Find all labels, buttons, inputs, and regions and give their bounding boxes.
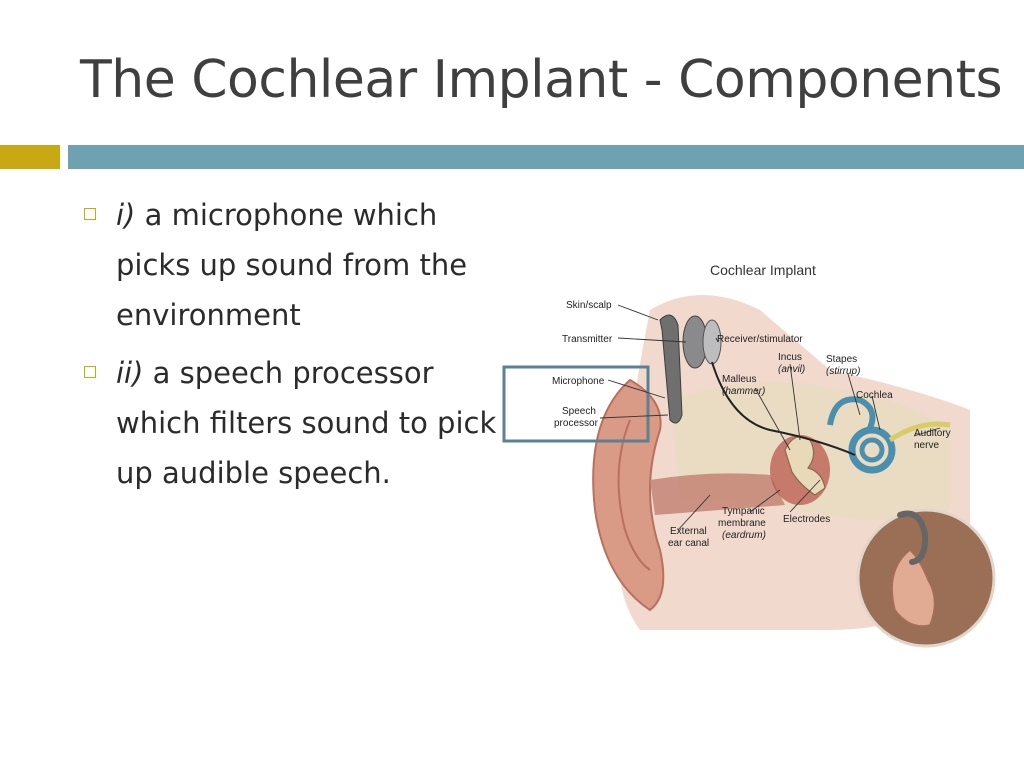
- label-transmitter: Transmitter: [562, 334, 613, 345]
- accent-bar-teal: [68, 145, 1024, 169]
- bullet-number: ii): [116, 356, 144, 390]
- highlight-box: [502, 365, 650, 443]
- processor-unit: [659, 314, 683, 424]
- square-bullet-icon: [84, 208, 96, 220]
- auditory-nerve-shape: [888, 421, 951, 443]
- cochlear-implant-diagram: Cochlear Implant Skin/scalp Transmitter …: [500, 250, 1000, 650]
- bullet-item-microphone: i) a microphone which picks up sound fro…: [80, 190, 520, 340]
- label-receiver-stimulator: Receiver/stimulator: [717, 334, 803, 345]
- label-electrodes: Electrodes: [783, 514, 830, 525]
- label-microphone: Microphone: [552, 376, 605, 387]
- label-skin-scalp: Skin/scalp: [566, 300, 612, 311]
- label-stapes-sub: (stirrup): [826, 366, 860, 377]
- leader-lines: [599, 304, 941, 531]
- label-tympanic-line1: Tympanic: [722, 506, 765, 517]
- label-tympanic-line2: membrane: [718, 518, 766, 529]
- label-speech-processor-line2: processor: [554, 418, 599, 429]
- label-tympanic-sub: (eardrum): [722, 530, 766, 541]
- label-auditory-nerve-line1: Auditory: [914, 428, 951, 439]
- bullet-list: i) a microphone which picks up sound fro…: [80, 190, 520, 506]
- label-incus: Incus: [778, 352, 802, 363]
- label-auditory-nerve-line2: nerve: [914, 440, 939, 451]
- outer-ear-shape: [592, 378, 665, 612]
- label-stapes: Stapes: [826, 354, 857, 365]
- label-external-ear-canal-line1: External: [670, 526, 707, 537]
- bullet-text: a microphone which picks up sound from t…: [116, 198, 468, 332]
- ear-canal-shape: [650, 473, 785, 515]
- bullet-item-speech-processor: ii) a speech processor which filters sou…: [80, 348, 520, 498]
- electrode-lead: [711, 361, 856, 456]
- label-incus-sub: (anvil): [778, 364, 805, 375]
- square-bullet-icon: [84, 366, 96, 378]
- semicircular-canal: [827, 396, 876, 434]
- bullet-text: a speech processor which filters sound t…: [116, 356, 497, 490]
- label-external-ear-canal-line2: ear canal: [668, 538, 709, 549]
- label-speech-processor-line1: Speech: [562, 406, 596, 417]
- label-malleus-sub: (hammer): [722, 386, 765, 397]
- bullet-number: i): [116, 198, 136, 232]
- inner-ear-fold: [617, 419, 651, 571]
- label-cochlea: Cochlea: [856, 390, 893, 401]
- inset-ear-shape: [891, 548, 936, 627]
- accent-bar-gold: [0, 145, 60, 169]
- label-malleus: Malleus: [722, 374, 756, 385]
- diagram-svg: Cochlear Implant Skin/scalp Transmitter …: [502, 262, 996, 648]
- slide-title: The Cochlear Implant - Components: [80, 50, 1003, 110]
- diagram-title: Cochlear Implant: [710, 262, 816, 278]
- inset-device: [897, 510, 929, 565]
